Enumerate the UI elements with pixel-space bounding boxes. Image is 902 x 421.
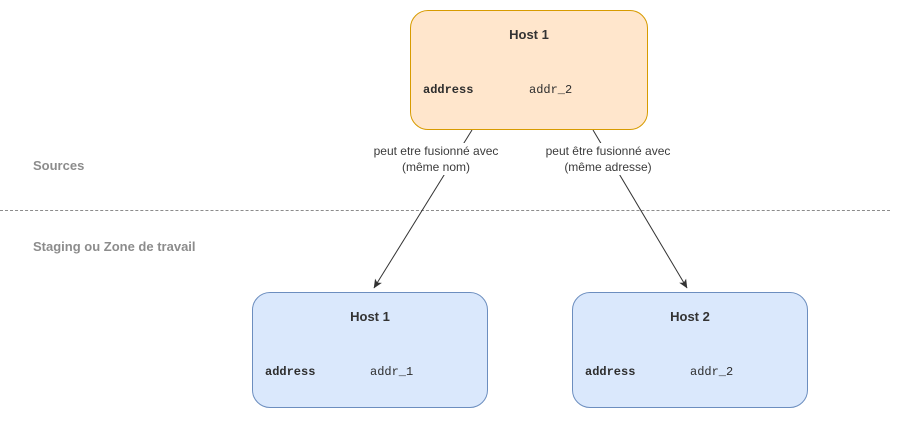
node-field-value: addr_1: [370, 365, 414, 379]
edge-label-merge-same-name: peut etre fusionné avec (même nom): [352, 143, 520, 175]
edge-label-line: peut etre fusionné avec: [373, 144, 499, 158]
node-field-label: address: [423, 83, 474, 97]
node-title: Host 1: [509, 27, 549, 42]
node-attribute-row: address addr_2: [411, 83, 647, 101]
node-field-value: addr_2: [690, 365, 734, 379]
node-staging-host-2[interactable]: Host 2 address addr_2: [572, 292, 808, 408]
edge-label-merge-same-address: peut être fusionné avec (même adresse): [524, 143, 692, 175]
edge-label-line: (même nom): [401, 160, 470, 174]
zone-label-sources: Sources: [33, 158, 85, 173]
node-field-label: address: [265, 365, 316, 379]
node-attribute-row: address addr_1: [253, 365, 487, 383]
node-source-host-1[interactable]: Host 1 address addr_2: [410, 10, 648, 130]
node-title: Host 1: [350, 309, 390, 324]
zone-label-staging: Staging ou Zone de travail: [33, 239, 196, 254]
node-field-label: address: [585, 365, 636, 379]
node-staging-host-1[interactable]: Host 1 address addr_1: [252, 292, 488, 408]
edge-label-line: peut être fusionné avec: [545, 144, 671, 158]
node-field-value: addr_2: [529, 83, 573, 97]
edge-label-line: (même adresse): [564, 160, 652, 174]
node-title: Host 2: [670, 309, 710, 324]
node-attribute-row: address addr_2: [573, 365, 807, 383]
zone-divider-dashed-line: [0, 210, 890, 211]
